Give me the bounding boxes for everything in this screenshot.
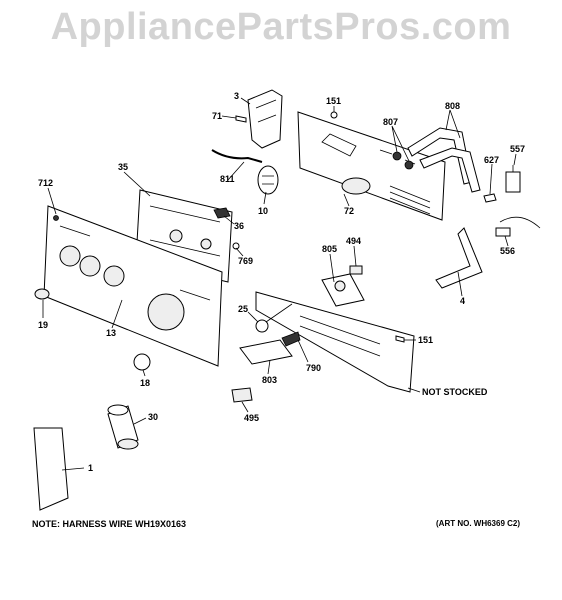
part-769-screw	[232, 242, 240, 250]
part-10-component	[257, 165, 279, 195]
callout-10: 10	[258, 206, 268, 216]
part-151-screw-top	[330, 111, 338, 119]
part-151-screw	[395, 335, 405, 343]
part-805-water-valve	[321, 273, 365, 307]
part-1-manual-envelope	[33, 427, 69, 511]
part-36-knob	[213, 207, 231, 219]
part-627-clip	[483, 193, 497, 203]
callout-151: 151	[418, 335, 433, 345]
callout-556: 556	[500, 246, 515, 256]
callout-72: 72	[344, 206, 354, 216]
part-30-capacitor	[107, 404, 139, 450]
watermark-logo-text: AppliancePartsPros.com	[50, 6, 512, 48]
callout-3: 3	[234, 91, 239, 101]
part-18-ring	[133, 353, 151, 371]
part-72-control-panel-back	[297, 111, 446, 221]
callout-71: 71	[212, 111, 222, 121]
part-3-bracket	[247, 89, 283, 149]
callout-805: 805	[322, 244, 337, 254]
part-556-wire-harness	[495, 216, 541, 237]
callout-557: 557	[510, 144, 525, 154]
callout-807: 807	[383, 117, 398, 127]
callout-151-top: 151	[326, 96, 341, 106]
callout-18: 18	[140, 378, 150, 388]
harness-note: NOTE: HARNESS WIRE WH19X0163	[32, 519, 187, 529]
part-4-bracket	[435, 227, 483, 289]
callout-30: 30	[148, 412, 158, 422]
callout-25: 25	[238, 304, 248, 314]
callout-769: 769	[238, 256, 253, 266]
part-25-part	[255, 303, 293, 333]
callout-627: 627	[484, 155, 499, 165]
leader-lines	[42, 97, 517, 471]
part-811-hose	[211, 149, 263, 163]
art-number: (ART NO. WH6369 C2)	[436, 519, 521, 528]
callout-not-stocked: NOT STOCKED	[422, 387, 488, 397]
callout-495: 495	[244, 413, 259, 423]
callout-19: 19	[38, 320, 48, 330]
callout-712: 712	[38, 178, 53, 188]
part-494-connector	[349, 265, 363, 275]
callout-13: 13	[106, 328, 116, 338]
callout-36: 36	[234, 221, 244, 231]
part-790-rear-panel	[255, 291, 415, 393]
callout-4: 4	[460, 296, 465, 306]
callout-803: 803	[262, 375, 277, 385]
part-803-switch	[239, 331, 301, 365]
part-19-knob	[34, 288, 50, 300]
callout-808: 808	[445, 101, 460, 111]
callout-1: 1	[88, 463, 93, 473]
callout-790: 790	[306, 363, 321, 373]
callout-494: 494	[346, 236, 361, 246]
part-557-sensor	[505, 165, 521, 193]
part-495-part	[231, 387, 253, 403]
part-13-console	[43, 205, 223, 367]
callout-35: 35	[118, 162, 128, 172]
part-71-screw	[235, 115, 247, 123]
callout-811: 811	[220, 174, 235, 184]
